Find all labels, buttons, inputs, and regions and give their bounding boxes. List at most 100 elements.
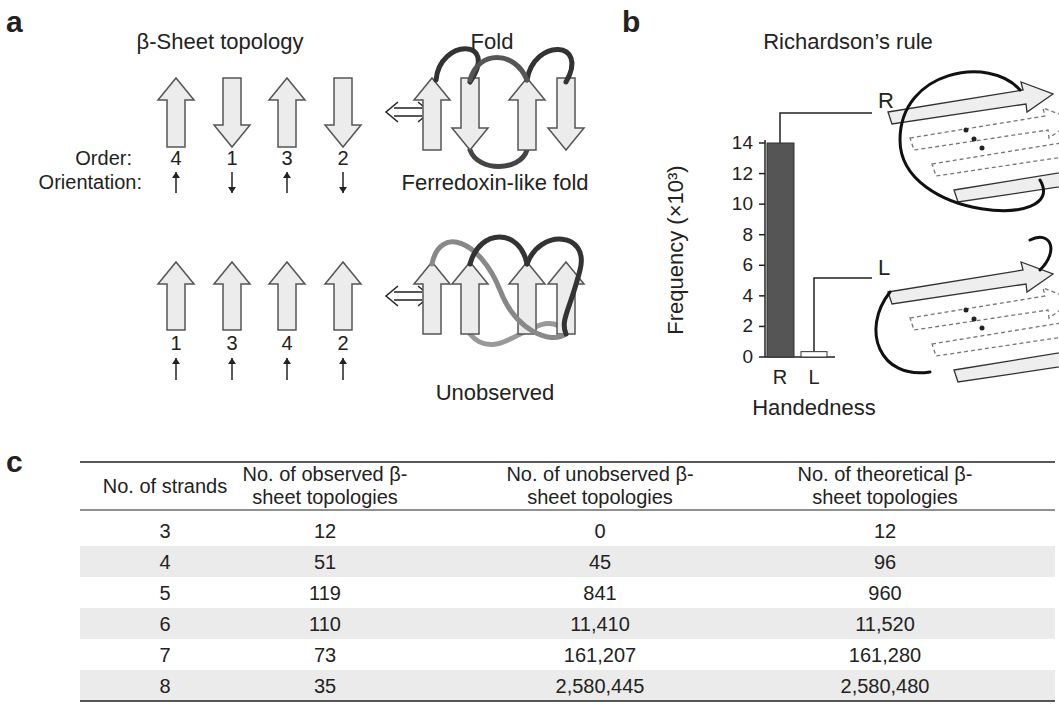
orientation-arrow — [228, 172, 236, 193]
strand-arrow — [509, 78, 545, 150]
axis-tick — [759, 234, 765, 236]
panel-title: Fold — [471, 29, 514, 54]
strand-number: 2 — [337, 332, 348, 355]
axis-tick-label: 10 — [732, 193, 753, 215]
orientation-arrow — [228, 358, 236, 380]
orientation-arrow — [172, 172, 180, 193]
strand-arrow — [325, 262, 361, 330]
panel-letter: c — [6, 445, 23, 480]
strand-arrow — [548, 78, 584, 150]
axis-tick-label: 6 — [742, 254, 753, 276]
loop-connection — [527, 239, 581, 334]
table-cell: 11,520 — [855, 612, 915, 635]
bar — [801, 352, 827, 357]
panel-title: Richardson’s rule — [763, 29, 933, 54]
axis-tick-label: 4 — [742, 285, 753, 307]
row-label: Order: — [75, 147, 132, 170]
table-cell: 841 — [583, 581, 616, 604]
strand-arrow — [269, 262, 305, 330]
row-label: Orientation: — [39, 171, 142, 194]
table-cell: 35 — [314, 674, 336, 697]
table-cell: 4 — [159, 550, 170, 573]
axis-tick — [759, 356, 765, 358]
axis-tick-label: 2 — [742, 316, 753, 338]
orientation-arrow — [283, 172, 291, 193]
table-rule — [80, 461, 1055, 463]
row-shade — [80, 670, 1055, 701]
strand-arrow — [269, 78, 305, 147]
axis-tick — [759, 203, 765, 205]
strand-arrow — [214, 78, 250, 147]
loop-connection — [470, 237, 527, 264]
strand-arrow — [452, 262, 488, 334]
axis-title: Frequency (×10³) — [663, 165, 688, 334]
strand-number: 1 — [226, 147, 237, 170]
strand-arrow — [414, 78, 450, 150]
strand-arrow — [509, 262, 545, 334]
bar — [767, 143, 794, 357]
loop-connection — [470, 150, 527, 167]
table-cell: 5 — [159, 581, 170, 604]
panel-title: β-Sheet topology — [137, 29, 304, 54]
loop-connection — [900, 72, 1044, 211]
table-cell: 161,207 — [564, 643, 636, 666]
table-header: No. of theoretical β-sheet topologies — [788, 463, 983, 509]
strand-arrow — [214, 262, 250, 330]
axis-tick-label: 14 — [732, 132, 753, 154]
strand-number: 1 — [170, 332, 181, 355]
axis-tick-label: 8 — [742, 224, 753, 246]
axis-tick — [759, 173, 765, 175]
strand-number: 3 — [226, 332, 237, 355]
table-cell: 161,280 — [849, 643, 921, 666]
row-shade — [80, 608, 1055, 639]
table-cell: 2,580,480 — [841, 674, 930, 697]
panel-letter: b — [622, 5, 640, 40]
table-cell: 96 — [874, 550, 896, 573]
table-header: No. of unobserved β-sheet topologies — [503, 463, 698, 509]
y-axis — [764, 140, 766, 357]
table-cell: 12 — [874, 519, 896, 542]
axis-tick-label: 0 — [742, 346, 753, 368]
leader-line — [780, 113, 872, 351]
strand-number: 3 — [281, 147, 292, 170]
orientation-arrow — [339, 358, 347, 380]
table-cell: 45 — [589, 550, 611, 573]
orientation-arrow — [339, 172, 347, 193]
loop-connection — [470, 58, 527, 81]
table-cell: 2,580,445 — [556, 674, 645, 697]
strand-number: 2 — [337, 147, 348, 170]
loop-connection — [876, 292, 930, 373]
table-cell: 6 — [159, 612, 170, 635]
strand-number: 4 — [170, 147, 181, 170]
table-cell: 51 — [314, 550, 336, 573]
table-header: No. of strands — [75, 475, 255, 498]
table-cell: 73 — [314, 643, 336, 666]
axis-tick-label: R — [773, 366, 787, 389]
sheet-illustration — [888, 262, 1059, 382]
loop-connection — [527, 49, 572, 82]
axis-tick — [759, 295, 765, 297]
axis-tick — [759, 265, 765, 267]
strand-arrow — [158, 262, 194, 330]
orientation-arrow — [283, 358, 291, 380]
strand-arrow — [452, 78, 488, 150]
axis-title: Handedness — [752, 395, 876, 420]
strand-arrow — [414, 262, 450, 334]
table-cell: 110 — [309, 612, 341, 635]
table-cell: 8 — [159, 674, 170, 697]
fold-name: Unobserved — [436, 380, 555, 405]
table-cell: 960 — [868, 581, 901, 604]
table-rule — [80, 700, 1055, 702]
fold-name: Ferredoxin-like fold — [401, 170, 588, 195]
axis-tick — [759, 142, 765, 144]
loop-connection — [432, 242, 566, 338]
table-cell: 3 — [159, 519, 170, 542]
table-cell: 12 — [314, 519, 336, 542]
handedness-label: L — [878, 255, 890, 280]
panel-letter: a — [6, 5, 23, 40]
loop-connection — [1030, 237, 1051, 270]
strand-number: 4 — [281, 332, 292, 355]
table-cell: 119 — [309, 581, 341, 604]
